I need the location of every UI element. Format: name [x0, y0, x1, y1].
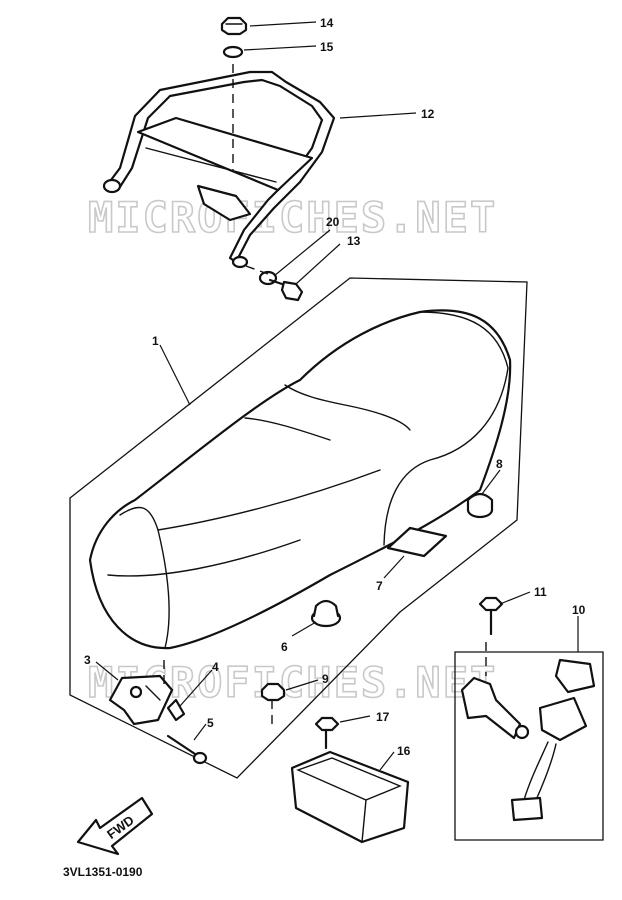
callout-13: 13 — [347, 234, 361, 248]
leader-5 — [193, 723, 207, 741]
damper-6 — [310, 599, 342, 628]
washer-15 — [222, 45, 244, 59]
leader-14 — [249, 21, 317, 27]
damper-8 — [466, 492, 494, 519]
nut-14 — [220, 16, 248, 36]
leader-9 — [285, 679, 319, 691]
callout-11: 11 — [534, 585, 547, 599]
leader-4 — [179, 669, 213, 707]
callout-16: 16 — [397, 744, 411, 758]
callout-14: 14 — [320, 16, 334, 30]
seat-lock-frame — [454, 651, 604, 841]
callout-3: 3 — [84, 653, 91, 667]
leader-7 — [383, 555, 405, 579]
callout-7: 7 — [376, 579, 383, 593]
grab-bar — [102, 70, 336, 269]
seat-assembly-frame — [69, 277, 528, 779]
leader-6 — [291, 621, 317, 637]
bolt-11 — [478, 596, 504, 636]
tray-16 — [290, 750, 410, 844]
leader-17 — [339, 715, 371, 723]
leader-20 — [273, 229, 331, 277]
leader-16 — [379, 751, 395, 771]
forward-arrow: FWD — [76, 796, 154, 856]
callout-20: 20 — [326, 215, 340, 229]
seat-lock-10 — [460, 658, 596, 822]
clip-4 — [166, 698, 186, 722]
leader-11 — [499, 591, 531, 605]
seat-hook-3 — [108, 674, 174, 726]
callout-1: 1 — [152, 334, 159, 348]
leader-13 — [295, 243, 341, 285]
callout-15: 15 — [320, 40, 334, 54]
leader-1 — [159, 344, 191, 406]
diagram-code: 3VL1351-0190 — [63, 865, 143, 879]
callout-6: 6 — [281, 640, 288, 654]
leader-12 — [339, 112, 417, 119]
callout-17: 17 — [376, 710, 390, 724]
callout-12: 12 — [421, 107, 435, 121]
seat — [88, 309, 512, 650]
callout-5: 5 — [207, 716, 214, 730]
bolt-17 — [314, 716, 340, 750]
leader-15 — [243, 45, 317, 51]
callout-4: 4 — [212, 660, 219, 674]
leader-3 — [95, 661, 119, 681]
pin-5 — [166, 734, 208, 765]
nut-9 — [260, 682, 286, 702]
callout-10: 10 — [572, 603, 586, 617]
callout-9: 9 — [322, 672, 329, 686]
callout-8: 8 — [496, 457, 503, 471]
watermark-top: MICROFICHES.NET — [88, 193, 497, 242]
assembly-line-bolt — [245, 265, 269, 275]
leader-8 — [481, 469, 501, 495]
seat-tab-7 — [386, 526, 448, 558]
